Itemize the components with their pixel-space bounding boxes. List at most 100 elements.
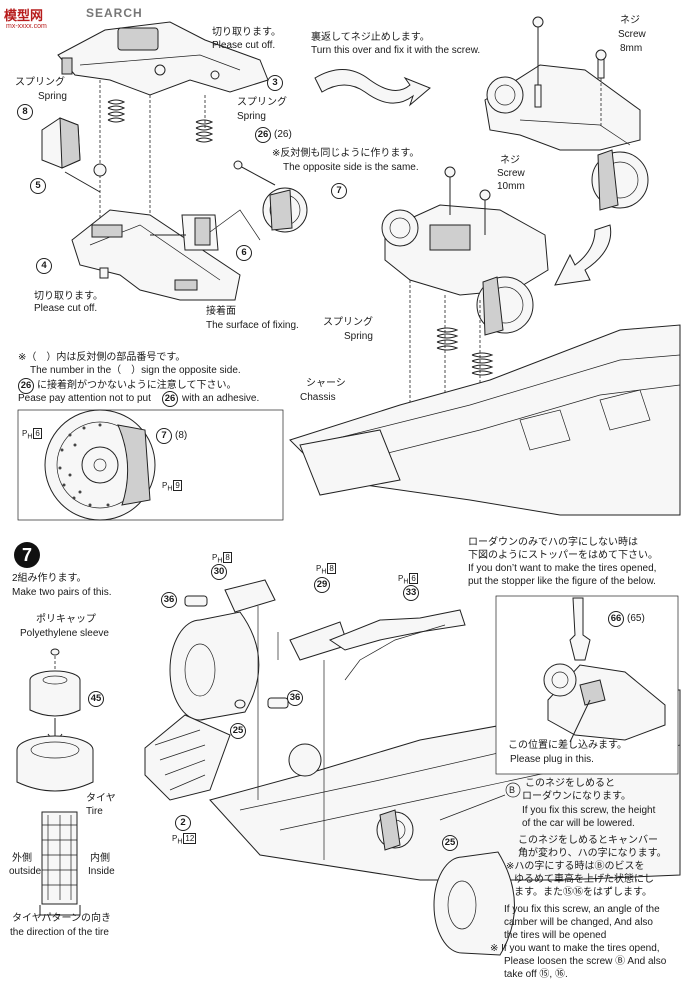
part-26-label: 26 — [255, 127, 271, 143]
spring-right-jp: スプリング — [323, 317, 373, 328]
screw-b-jp1: このネジをしめると — [525, 778, 615, 789]
part-5-label: 5 — [30, 178, 46, 194]
brake-part-8-label: (8) — [175, 430, 188, 441]
plug-jp: この位置に差し込みます。 — [508, 740, 627, 751]
note-adhesive-en: Pease pay attention not to put — [18, 393, 151, 404]
flip-jp: 裏返してネジ止めします。 — [311, 32, 430, 43]
part-26-paren-label: (26) — [274, 129, 292, 140]
camber-jp1: このネジをしめるとキャンバー — [518, 835, 658, 846]
camber-en4: ※ If you want to make the tires opend, — [490, 943, 660, 954]
lowdown-en2: put the stopper like the figure of the b… — [468, 576, 656, 587]
screw-b-en2: of the car will be lowered. — [522, 818, 635, 829]
note-adhesive-jp: に接着剤がつかないように注意して下さい。 — [37, 380, 237, 391]
screw8-en: Screw — [618, 29, 646, 40]
same-side-en: The opposite side is the same. — [283, 162, 419, 173]
lowdown-jp1: ローダウンのみでハの字にしない時は — [468, 537, 638, 548]
part-25a-label: 25 — [230, 723, 246, 739]
outside-jp: 外側 — [12, 853, 32, 864]
watermark-search: SEARCH — [86, 6, 143, 20]
note-26-inline-icon: 26 — [162, 391, 178, 407]
two-sets-en: Make two pairs of this. — [12, 587, 112, 598]
cut-off-en-top: Please cut off. — [212, 40, 276, 51]
spring-jp-left: スプリング — [15, 77, 65, 88]
inside-jp: 内側 — [90, 853, 110, 864]
cut-off-jp-bottom: 切り取ります。 — [34, 291, 103, 302]
inside-en: Inside — [88, 866, 115, 877]
part-3-label: 3 — [267, 75, 283, 91]
screw8-jp: ネジ — [620, 15, 640, 26]
part-65-label: (65) — [627, 613, 645, 624]
note-adhesive-en-end: with an adhesive. — [182, 393, 260, 404]
turn-over-arrow — [314, 69, 431, 107]
part-66-label: 66 — [608, 611, 624, 627]
lowdown-jp2: 下図のようにストッパーをはめて下さい。 — [468, 550, 658, 561]
lower-assembly — [381, 166, 549, 445]
brake-part-7-label: 7 — [156, 428, 172, 444]
note-paren-en: The number in the（ ）sign the opposite si… — [30, 365, 241, 376]
part-6-label: 6 — [236, 245, 252, 261]
screw-b-en1: If you fix this screw, the height — [522, 805, 656, 816]
part-25b-label: 25 — [442, 835, 458, 851]
camber-en3: the tires will be opened — [504, 930, 607, 941]
part-33-label: 33 — [403, 585, 419, 601]
part-2-label: 2 — [175, 815, 191, 831]
lowdown-en1: If you don’t want to make the tires open… — [468, 563, 657, 574]
step-7-badge: 7 — [14, 542, 40, 568]
spring-right-en: Spring — [344, 331, 373, 342]
part-29-label: 29 — [314, 577, 330, 593]
screw10-jp: ネジ — [500, 155, 520, 166]
screw8-size: 8mm — [620, 43, 643, 54]
camber-jp3: ※ハの字にする時はⒷのビスを — [506, 861, 645, 872]
tire-jp: タイヤ — [86, 793, 116, 804]
two-sets-jp: 2組み作ります。 — [12, 573, 87, 584]
part-45-label: 45 — [88, 691, 104, 707]
spring-en-left: Spring — [38, 91, 67, 102]
pattern-jp: タイヤパターンの向き — [12, 913, 111, 924]
part-7-label: 7 — [331, 183, 347, 199]
same-side-jp: ※反対側も同じように作ります。 — [272, 148, 420, 159]
stopper-detail — [543, 597, 666, 743]
spring-right — [195, 119, 214, 143]
camber-jp4: ゆるめて車高を上げた状態にし — [514, 874, 654, 885]
spring-left — [107, 99, 126, 123]
part-8-label: 8 — [17, 104, 33, 120]
camber-jp2: 角が変わり、ハの字になります。 — [518, 848, 667, 859]
camber-jp5: ます。また⑮⑯をはずします。 — [514, 887, 652, 898]
screw-b-symbol: B — [509, 785, 516, 795]
camber-en6: take off ⑮, ⑯. — [504, 969, 568, 980]
tire-en: Tire — [86, 806, 103, 817]
fixing-en: The surface of fixing. — [206, 320, 299, 331]
chassis-jp: シャーシ — [306, 378, 346, 389]
polycap-jp: ポリキャップ — [36, 614, 96, 625]
note-26-icon: 26 — [18, 378, 34, 394]
watermark-logo: 模型网 — [4, 8, 44, 23]
spring-en-right: Spring — [237, 111, 266, 122]
chassis-top — [289, 324, 681, 516]
down-arrow — [554, 224, 612, 286]
flipped-assembly — [484, 16, 649, 211]
part-36b-label: 36 — [287, 690, 303, 706]
flip-en: Turn this over and fix it with the screw… — [311, 45, 481, 56]
cut-off-en-bottom: Please cut off. — [34, 303, 98, 314]
camber-en1: If you fix this screw, an angle of the — [504, 904, 660, 915]
upper-arm-part — [57, 21, 269, 96]
screw-b-jp2: ローダウンになります。 — [522, 791, 631, 802]
part-30-label: 30 — [211, 564, 227, 580]
fixing-jp: 接着面 — [206, 306, 236, 317]
brake-disc-detail — [44, 409, 156, 521]
part-36a-label: 36 — [161, 592, 177, 608]
camber-en2: camber will be changed, And also — [504, 917, 653, 928]
part-4-label: 4 — [36, 258, 52, 274]
outside-en: outside — [9, 866, 42, 877]
note-paren-jp: ※（ ）内は反対側の部品番号です。 — [18, 352, 186, 363]
chassis-en: Chassis — [300, 392, 336, 403]
cut-off-jp-top: 切り取ります。 — [212, 27, 281, 38]
screw10-size: 10mm — [497, 181, 525, 192]
